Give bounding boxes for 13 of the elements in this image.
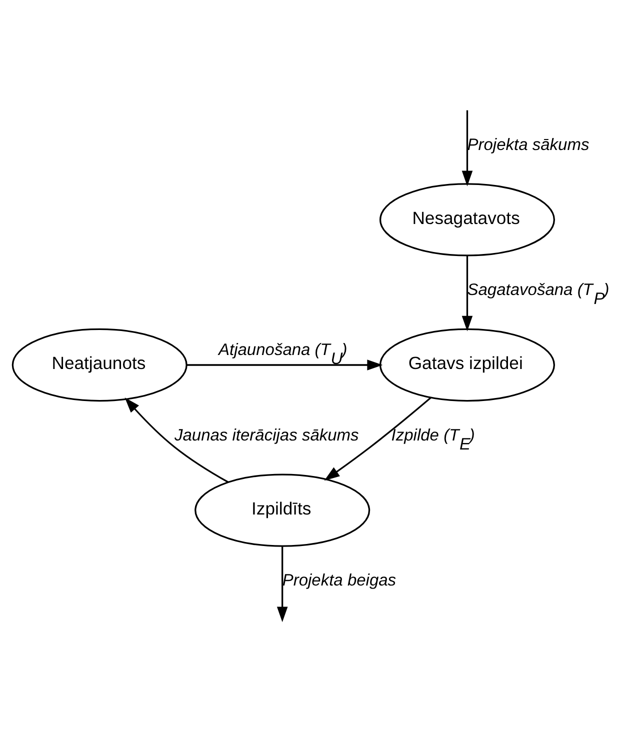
edge-label: Projekta beigas [282,571,396,590]
node-ellipse: Gatavs izpildei [379,328,556,402]
arrow [462,110,473,186]
arrow [124,397,229,482]
node-ellipse: Neatjaunots [12,328,188,402]
arrow [276,546,288,622]
edge-label: Projekta sākums [467,135,590,154]
edge-label: Jaunas iterācijas sākums [174,426,359,444]
arrow [462,255,473,331]
node-ellipse: Nesagatavots [379,182,556,256]
arrow [324,396,432,480]
node-ellipse: Izpildīts [194,473,370,546]
arrow [186,359,383,370]
